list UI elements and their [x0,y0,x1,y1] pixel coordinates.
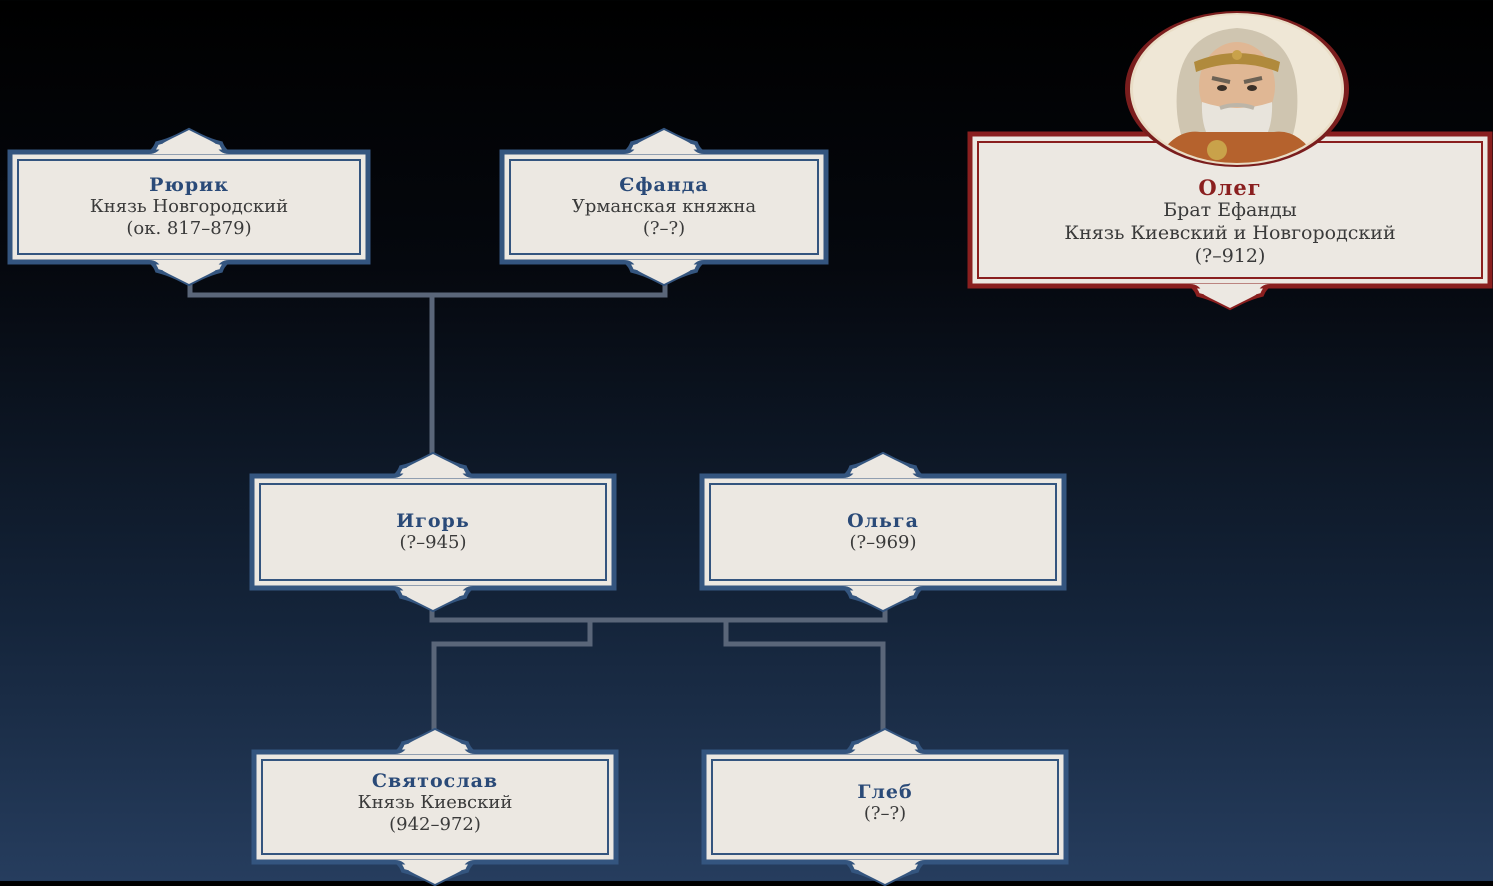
person-years: (ок. 817–879) [126,218,252,239]
card-frame [7,127,371,287]
person-name: Игорь [396,510,470,532]
inner-border [711,759,1059,855]
person-years: (?–945) [399,532,467,553]
outer-border [251,749,619,865]
person-name: Олег [1198,175,1262,200]
card-efanda: Єфанда Урманская княжна (?–?) [499,127,829,287]
card-oleg: Олег Брат Ефанды Князь Киевский и Новгор… [967,131,1493,311]
card-frame [699,451,1067,613]
person-years: (?–?) [642,218,686,239]
person-years: (942–972) [389,814,481,835]
person-relation: Брат Ефанды [1163,199,1297,221]
person-title: Князь Киевский и Новгородский [1064,222,1396,244]
person-name: Глеб [857,781,913,803]
card-frame [701,727,1069,886]
to-svyatoslav-line [431,620,593,738]
inner-border [509,159,819,255]
igor-olga-marriage-line [429,605,888,623]
inner-border [17,159,361,255]
card-igor: Игорь (?–945) [249,451,617,613]
card-svyatoslav: Святослав Князь Киевский (942–972) [251,727,619,886]
person-title: Урманская княжна [571,196,757,217]
person-years: (?–?) [863,803,907,824]
person-name: Святослав [371,770,499,792]
inner-border [259,483,607,581]
person-years: (?–969) [849,532,917,553]
inner-border [709,483,1057,581]
person-name: Рюрик [149,174,229,196]
person-name: Ольга [847,510,919,532]
card-frame [251,727,619,886]
card-gleb: Глеб (?–?) [701,727,1069,886]
oleg-portrait [1122,10,1352,168]
inner-border [261,759,609,855]
person-years: (?–912) [1194,245,1266,267]
person-name: Єфанда [619,174,709,196]
person-title: Князь Киевский [357,792,513,813]
card-rurik: Рюрик Князь Новгородский (ок. 817–879) [7,127,371,287]
to-gleb-line [723,620,886,738]
card-frame [499,127,829,287]
card-olga: Ольга (?–969) [699,451,1067,613]
rurik-efanda-marriage-line [187,278,668,298]
card-frame [249,451,617,613]
person-title: Князь Новгородский [89,196,289,217]
